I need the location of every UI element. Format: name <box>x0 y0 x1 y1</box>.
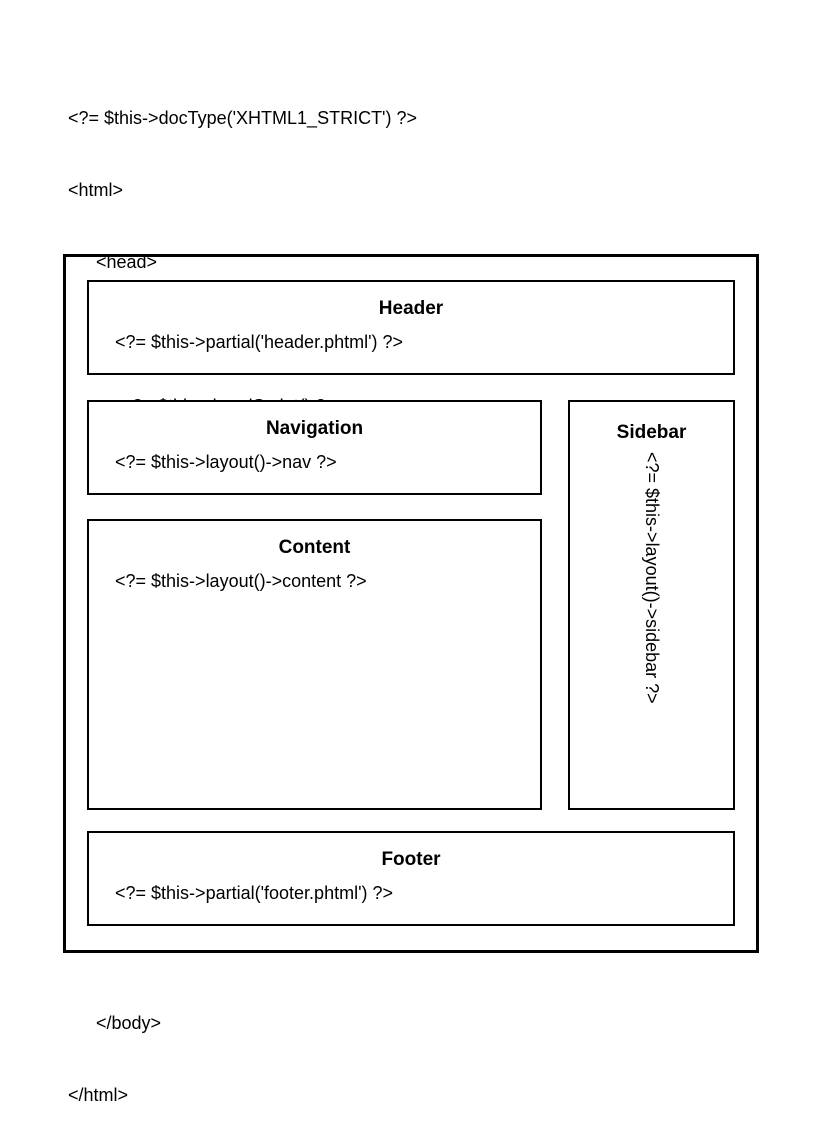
header-box-title: Header <box>378 298 444 319</box>
sidebar-box-code: <?= $this->layout()->sidebar ?> <box>642 452 662 704</box>
code-line-html-open: <html> <box>68 180 124 200</box>
content-box-code: <?= $this->layout()->content ?> <box>115 571 367 591</box>
sidebar-box-title: Sidebar <box>616 422 687 443</box>
header-box-code: <?= $this->partial('header.phtml') ?> <box>115 332 404 352</box>
header-box: Header <?= $this->partial('header.phtml'… <box>87 280 735 375</box>
footer-box: Footer <?= $this->partial('footer.phtml'… <box>87 831 735 926</box>
code-line-head-open: <head> <box>96 252 158 272</box>
content-box-title: Content <box>278 537 351 558</box>
navigation-box: Navigation <?= $this->layout()->nav ?> <box>87 400 542 495</box>
code-line-html-close: </html> <box>68 1085 129 1105</box>
navigation-box-code: <?= $this->layout()->nav ?> <box>115 452 337 472</box>
layout-diagram-outer-box: Header <?= $this->partial('header.phtml'… <box>63 254 759 953</box>
code-line-body-close: </body> <box>96 1013 162 1033</box>
navigation-box-title: Navigation <box>265 418 364 439</box>
footer-box-code: <?= $this->partial('footer.phtml') ?> <box>115 883 394 903</box>
code-line-doctype: <?= $this->docType('XHTML1_STRICT') ?> <box>68 108 418 128</box>
documentation-page: { "page": { "background": "#ffffff", "te… <box>63 108 759 1105</box>
layout-script-code-bottom: </body> </html> <box>68 963 161 1131</box>
content-box: Content <?= $this->layout()->content ?> <box>87 519 542 810</box>
sidebar-box: Sidebar <?= $this->layout()->sidebar ?> <box>568 400 735 810</box>
footer-box-title: Footer <box>381 849 441 870</box>
